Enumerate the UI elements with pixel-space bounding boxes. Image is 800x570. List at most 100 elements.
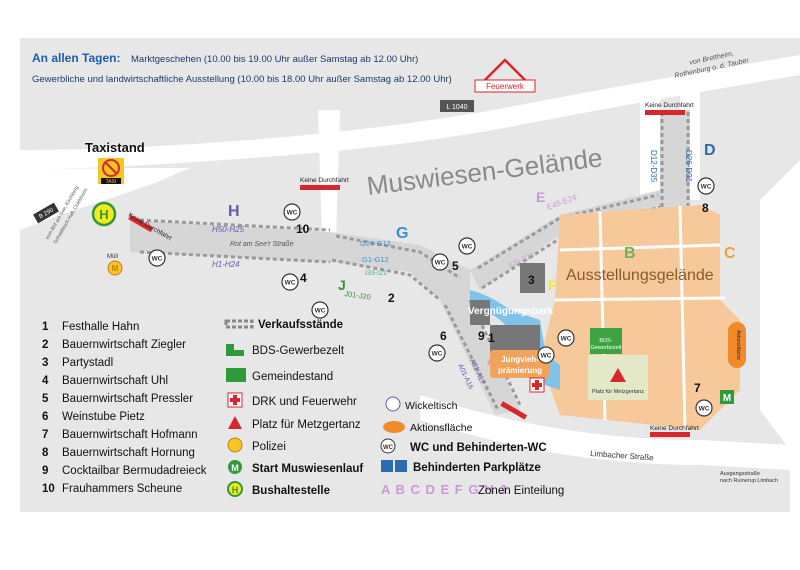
svg-text:M: M (112, 264, 119, 273)
legend-zonen: A B C D E F G H J Zonen Einteilung (381, 482, 564, 497)
place-3: 3 (528, 273, 535, 287)
bus-stop-icon: H (91, 201, 117, 227)
header-title: An allen Tagen: (32, 51, 120, 65)
aktionsflaeche-icon: Aktionsfläche (728, 322, 746, 368)
legend-bds: BDS-Gewerbezelt (226, 344, 345, 357)
svg-text:Bushaltestelle: Bushaltestelle (252, 485, 330, 497)
ausstellung-label: Ausstellungsgelände (566, 267, 714, 284)
zone-e: E (536, 189, 545, 205)
bds-map-label-1: BDS- (599, 338, 612, 344)
barrier-d: Keine Durchfahrt (645, 102, 694, 115)
wc-label: WC (561, 336, 572, 343)
metzgertanz-icon: Platz für Metzgertanz (592, 368, 644, 395)
wc-label: WC (287, 210, 298, 217)
legend-symbols: Verkaufsstände BDS-Gewerbezelt Gemeindes… (224, 319, 564, 497)
svg-text:Keine Durchfahrt: Keine Durchfahrt (300, 177, 349, 184)
wc-icon (148, 249, 166, 267)
range-g-bottom: G1-G12 (362, 255, 389, 264)
to-limbach-1: Ausgangsstraße (720, 471, 760, 477)
place-1: 1 (488, 331, 495, 345)
range-j: J01-J20 (344, 289, 372, 302)
barrier-south (500, 401, 528, 420)
svg-text:Müll: Müll (107, 254, 118, 260)
zone-g: G (396, 225, 408, 242)
bds-tent (590, 328, 622, 354)
legend-place-num: 7 (42, 429, 48, 441)
range-h-top: H50-H25 (212, 225, 245, 234)
bds-map-label-2: Gewerbezelt (591, 345, 622, 351)
wc-icon (695, 399, 713, 417)
legend-place-label: Bauernwirtschaft Hofmann (62, 429, 198, 441)
legend-verkauf: Verkaufsstände (224, 319, 343, 331)
svg-text:Polizei: Polizei (252, 441, 286, 453)
svg-text:Aktionsfläche: Aktionsfläche (735, 330, 741, 360)
legend-gemeinde: Gemeindestand (226, 368, 333, 383)
road-b290 (20, 168, 190, 230)
legend-place-num: 8 (42, 447, 49, 459)
range-i: I33-I21 (365, 270, 387, 277)
svg-text:Wickeltisch: Wickeltisch (405, 400, 458, 412)
svg-text:prämierung: prämierung (498, 366, 542, 375)
legend-place-label: Bauernwirtschaft Uhl (62, 375, 168, 387)
legend-place-label: Weinstube Pietz (62, 411, 145, 423)
wc-icon (283, 203, 301, 221)
svg-text:L 1040: L 1040 (446, 104, 467, 111)
partystadl-block (520, 263, 545, 293)
svg-text:Keine Durchfahrt: Keine Durchfahrt (650, 425, 699, 432)
wc-label: WC (315, 308, 326, 315)
legend-wc: WC WC und Behinderten-WC (380, 438, 547, 454)
wc-icon (428, 344, 446, 362)
svg-text:M: M (723, 393, 731, 404)
place-2: 2 (388, 291, 395, 305)
place-5: 5 (452, 259, 459, 273)
svg-text:M: M (231, 463, 239, 473)
legend-place-label: Bauernwirtschaft Ziegler (62, 339, 186, 351)
festival-street (130, 220, 470, 300)
wc-label: WC (462, 244, 473, 251)
range-d2: D26-D01 (684, 150, 693, 183)
legend-place-num: 6 (42, 411, 48, 423)
wc-icon (281, 273, 299, 291)
legend-place-label: Festhalle Hahn (62, 321, 139, 333)
legend-drk: DRK und Feuerwehr (227, 392, 357, 408)
svg-text:H: H (99, 207, 108, 222)
range-g-top: G24-G13 (360, 239, 391, 248)
legend-place-label: Partystadl (62, 357, 113, 369)
legend-place-label: Bauernwirtschaft Pressler (62, 393, 193, 405)
legend-place-num: 2 (42, 339, 48, 351)
svg-text:Verkaufsstände: Verkaufsstände (258, 319, 343, 331)
legend-place-num: 3 (42, 357, 48, 369)
legend-place-num: 10 (42, 483, 55, 495)
drk-icon-map (529, 377, 545, 393)
legend-polizei: Polizei (227, 437, 286, 453)
wc-icon (431, 253, 449, 271)
wc-icon (458, 237, 476, 255)
zone-f: F (548, 277, 557, 293)
svg-text:WC und Behinderten-WC: WC und Behinderten-WC (410, 442, 547, 454)
svg-text:H: H (232, 485, 239, 495)
wc-icon (697, 177, 715, 195)
taxi-icon: TAXI (98, 158, 124, 185)
svg-text:Behinderten Parkplätze: Behinderten Parkplätze (413, 462, 541, 474)
svg-text:WC: WC (383, 445, 394, 451)
svg-text:TAXI: TAXI (106, 179, 117, 185)
svg-text:A B C D E F G H J: A B C D E F G H J (381, 482, 507, 497)
vergnuegungspark-label: Vergnügungspark (468, 306, 553, 317)
svg-text:Gemeindestand: Gemeindestand (252, 371, 333, 383)
legend-place-label: Bauernwirtschaft Hornung (62, 447, 195, 459)
legend-place-label: Frauhammers Scheune (62, 483, 182, 495)
svg-text:Platz für Metzgertanz: Platz für Metzgertanz (592, 389, 644, 395)
svg-text:Keine Durchfahrt: Keine Durchfahrt (645, 102, 694, 109)
legend-place-num: 9 (42, 465, 48, 477)
wc-icon (557, 329, 575, 347)
place-7: 7 (694, 381, 701, 395)
zone-b: B (624, 245, 636, 262)
to-limbach-2: nach Ruinerup Limbach (720, 478, 778, 484)
place-9: 9 (478, 329, 485, 343)
zone-c: C (724, 245, 736, 262)
place-numbers: 1 2 3 4 5 6 7 8 9 10 (296, 201, 709, 395)
legend-place-num: 4 (42, 375, 49, 387)
